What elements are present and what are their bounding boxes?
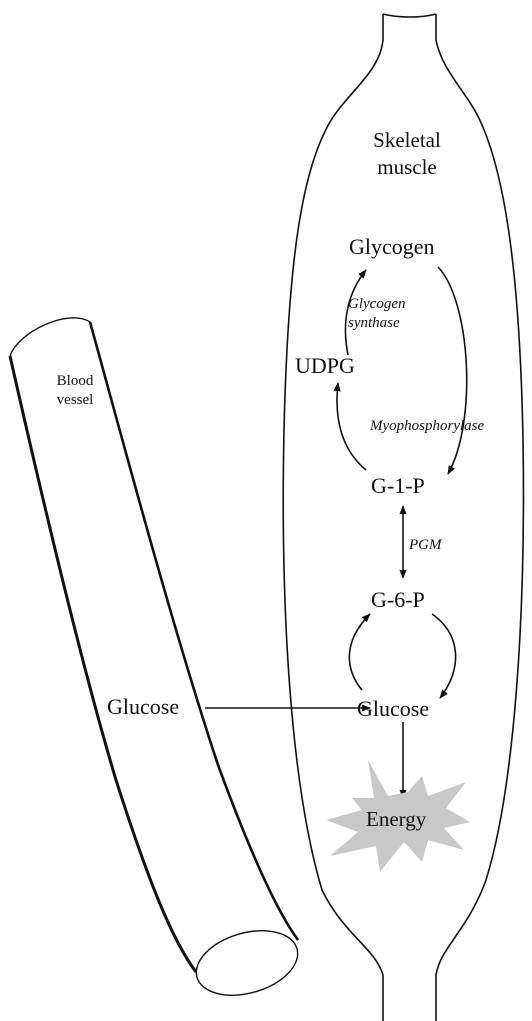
arrow-g6p-to-glucose bbox=[432, 614, 456, 698]
arrow-glycogen-to-g1p bbox=[438, 267, 467, 474]
arrow-glucose-to-g6p bbox=[349, 614, 370, 690]
blood-vessel-shape bbox=[10, 318, 305, 1006]
g6p-label: G-6-P bbox=[371, 589, 425, 611]
pgm-label: PGM bbox=[409, 538, 442, 553]
g1p-label: G-1-P bbox=[371, 475, 425, 497]
blood-vessel-label: Blood vessel bbox=[44, 372, 106, 410]
glycogen-synthase-label: Glycogen synthase bbox=[348, 295, 405, 333]
glucose-muscle-label: Glucose bbox=[357, 698, 429, 720]
energy-label: Energy bbox=[366, 809, 426, 830]
glucose-blood-label: Glucose bbox=[107, 696, 179, 718]
arrow-g1p-to-udpg bbox=[337, 383, 366, 470]
myophosphorylase-label: Myophosphorylase bbox=[370, 419, 484, 434]
glycogen-label: Glycogen bbox=[349, 236, 435, 258]
udpg-label: UDPG bbox=[295, 355, 355, 377]
skeletal-muscle-label: Skeletal muscle bbox=[352, 127, 462, 182]
